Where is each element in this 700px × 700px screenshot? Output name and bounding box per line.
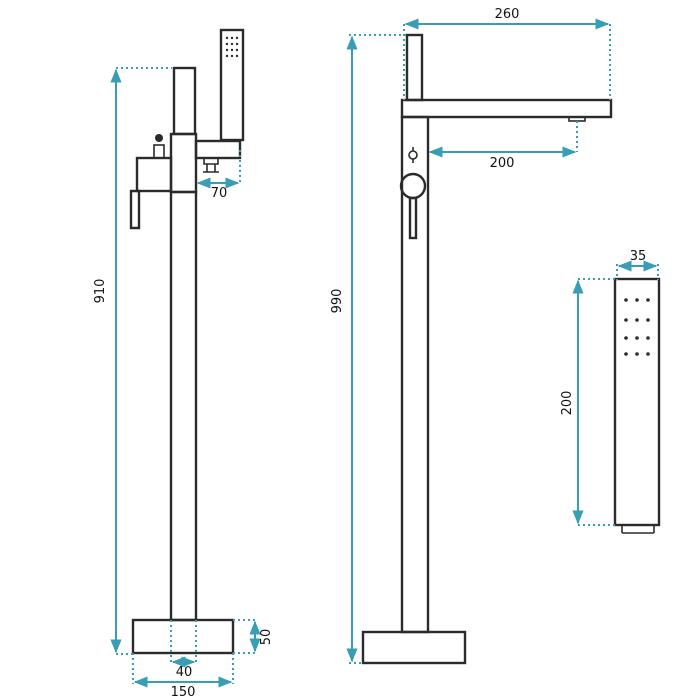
side-hose-connector <box>203 157 219 173</box>
side-hand-shower <box>219 28 245 142</box>
front-hose-port <box>408 150 418 160</box>
hand-shower-width-label: 35 <box>630 249 647 264</box>
side-holder-arm <box>194 139 242 160</box>
hand-shower-nozzles <box>624 298 650 356</box>
front-mixer-knob <box>399 172 427 200</box>
front-spout-reach-label: 200 <box>490 156 515 171</box>
front-lever <box>408 196 418 240</box>
side-base-height-label: 50 <box>259 629 274 646</box>
side-view: 910 70 50 40 150 <box>93 28 274 700</box>
side-top-riser <box>172 66 197 136</box>
front-spout-length-label: 260 <box>495 7 520 22</box>
side-lever <box>129 189 141 230</box>
hand-shower-body <box>613 277 661 527</box>
side-reach-label: 70 <box>211 186 228 201</box>
front-height-label: 990 <box>330 289 345 314</box>
side-pipe <box>169 190 198 622</box>
side-base-width-label: 150 <box>171 685 196 700</box>
side-mixer-body <box>135 156 173 193</box>
side-mixer-knob <box>155 134 163 142</box>
hand-shower-detail: 35 200 <box>560 249 661 534</box>
side-height-label: 910 <box>93 279 108 304</box>
front-shower-holder <box>405 33 424 102</box>
front-spout <box>400 98 613 119</box>
front-base <box>361 630 467 665</box>
side-pipe-width-label: 40 <box>176 665 193 680</box>
side-mixer-cap <box>153 144 165 159</box>
side-hand-shower-nozzles <box>225 36 239 58</box>
front-spout-outlet <box>568 116 586 122</box>
front-view: 990 260 200 <box>330 7 613 665</box>
hand-shower-length-label: 200 <box>560 391 575 416</box>
side-base <box>131 618 235 655</box>
side-head-block <box>169 132 198 194</box>
